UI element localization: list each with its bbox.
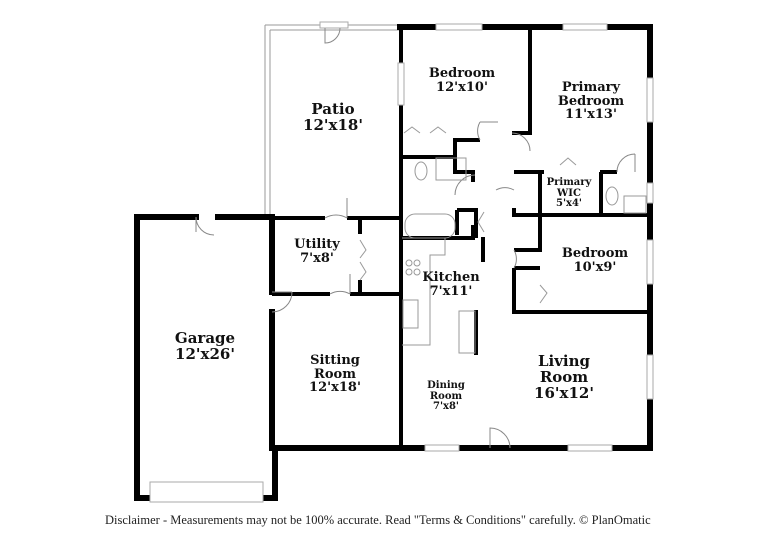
doors [195,27,636,449]
room-label-dining-room: Dining Room 7'x8' [427,380,465,412]
room-label-primary-bedroom: Primary Bedroom 11'x13' [557,80,625,123]
windows [149,21,654,503]
room-label-kitchen: Kitchen 7'x11' [422,270,480,299]
exterior-walls [134,24,653,501]
room-label-living-room: Living Room 16'x12' [534,352,594,402]
room-label-bedroom-2: Bedroom 10'x9' [561,246,629,275]
room-label-utility: Utility 7'x8' [294,237,340,266]
room-label-garage: Garage 12'x26' [174,329,236,363]
room-label-primary-wic: Primary WIC 5'x4' [546,177,592,209]
room-label-bedroom-1: Bedroom 12'x10' [428,66,496,95]
closet-doors [359,126,577,304]
room-label-patio: Patio 12'x18' [303,100,363,134]
disclaimer-text: Disclaimer - Measurements may not be 100… [105,513,651,527]
interior-walls [272,27,650,448]
room-label-sitting-room: Sitting Room 12'x18' [309,353,361,396]
fixtures [402,157,647,354]
